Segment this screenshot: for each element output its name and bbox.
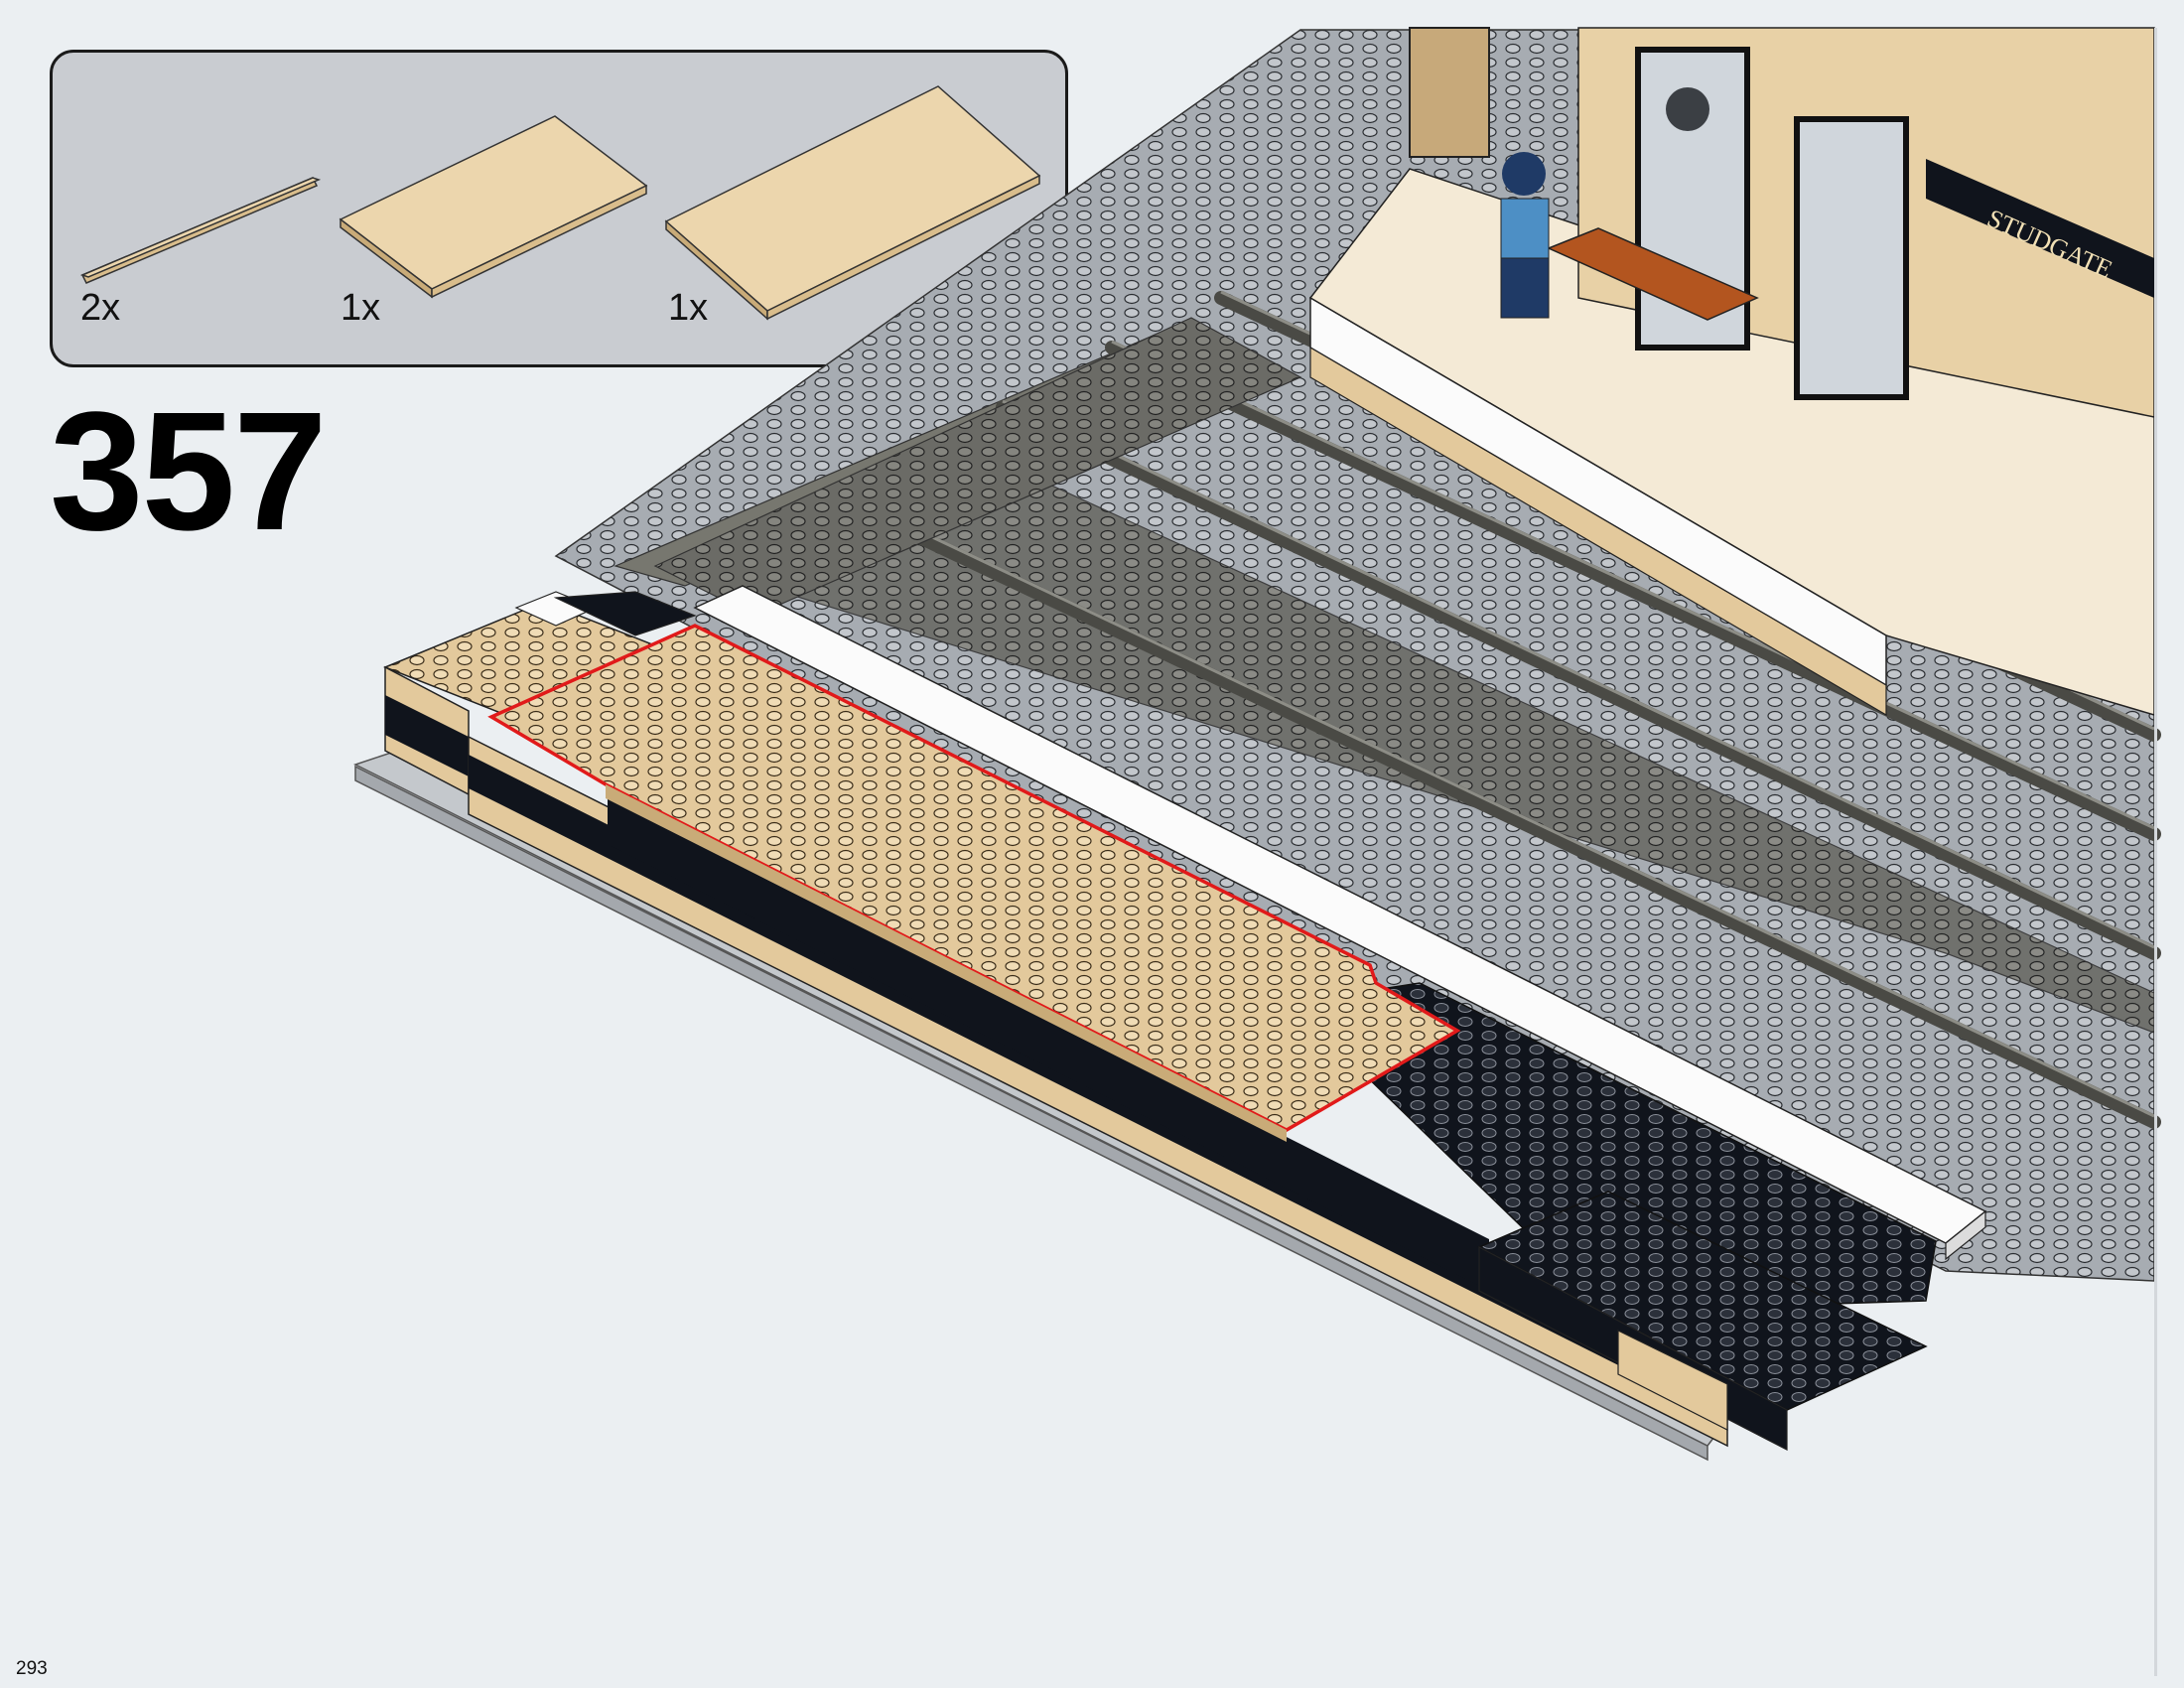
part-plate-1x8 [79,177,322,284]
parts-callout: 2x 1x 1x [50,50,1068,367]
page-number: 293 [16,1658,48,1679]
part-plate-6x10 [339,115,648,299]
part-quantity-3: 1x [668,287,709,329]
step-number: 357 [50,377,328,566]
part-quantity-2: 1x [341,287,381,329]
bench [1547,227,1759,321]
minifigure [1500,152,1550,319]
lamp-icon [1666,87,1709,131]
pillar [1409,27,1490,158]
station-door-right [1794,116,1909,400]
part-quantity-1: 2x [80,287,121,329]
parts-illustration [79,85,1041,321]
part-plate-6x12 [664,85,1041,321]
page-edge [2154,28,2157,1676]
